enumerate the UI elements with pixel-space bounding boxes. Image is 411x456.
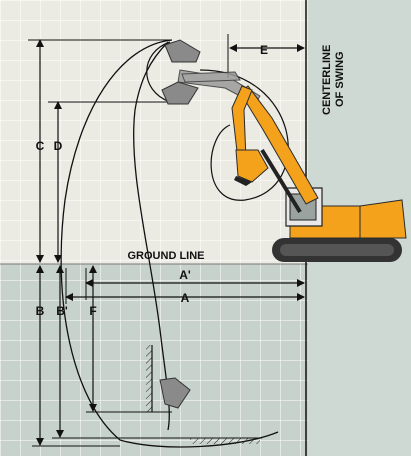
bucket-icon (164, 39, 201, 63)
max-reach-envelope (60, 39, 279, 448)
track-rollers (280, 244, 394, 256)
label-f: F (89, 304, 96, 318)
label-b-prime: B' (56, 304, 68, 318)
bucket-swing-loop (199, 69, 289, 201)
label-b: B (36, 304, 45, 318)
bucket-teeth (234, 176, 252, 186)
grid-overlay (0, 0, 308, 456)
label-of-swing: OF SWING (334, 51, 346, 107)
curl-arc-upper (146, 41, 171, 103)
label-ground-line: GROUND LINE (128, 250, 205, 262)
bucket-icon (161, 81, 199, 105)
boom-cylinder (260, 148, 302, 214)
label-d: D (54, 139, 63, 153)
label-a-prime: A' (179, 268, 191, 282)
label-e: E (260, 43, 268, 57)
label-centerline: CENTERLINE (321, 45, 333, 115)
counterweight (359, 199, 407, 239)
trench-wall-hatch (146, 345, 152, 412)
bucket-icon (159, 39, 201, 409)
label-a: A (181, 291, 190, 305)
label-c: C (36, 139, 45, 153)
hydraulic-excavator-icon (231, 85, 407, 262)
boom (239, 85, 319, 205)
trench-floor-hatch (190, 438, 260, 444)
bucket-icon (159, 377, 191, 409)
bucket-icon (235, 149, 269, 183)
